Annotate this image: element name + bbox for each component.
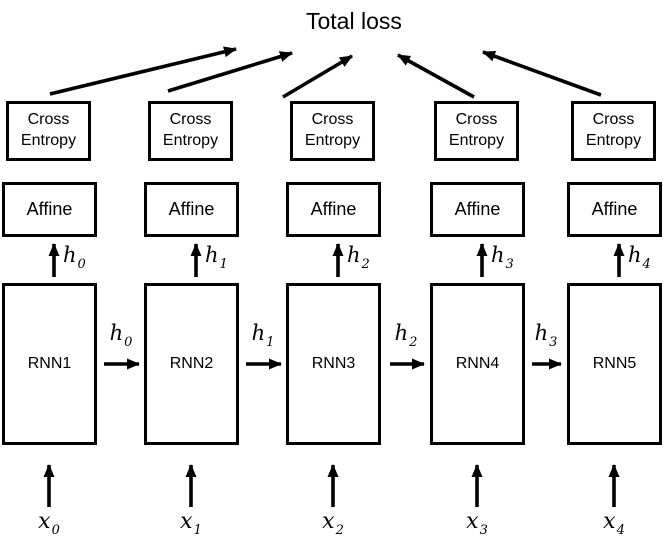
loss-arrow-1 [49,46,237,96]
rnn-box-5: RNN5 [567,283,662,445]
recurrent-label-h0: h0 [109,321,133,350]
input-label-x2: x2 [322,509,344,538]
cross-entropy-label: Cross Entropy [448,111,505,149]
affine-label: Affine [168,199,215,219]
hidden-state-label-h1: h1 [205,243,228,272]
recurrent-label-h2: h2 [394,321,418,350]
recurrent-label-h1: h1 [251,321,275,350]
affine-box-5: Affine [567,182,662,237]
rnn-label: RNN5 [592,355,637,372]
hidden-state-label-h2: h2 [347,243,370,272]
hidden-state-label-h3: h3 [491,243,514,272]
input-label-x3: x3 [466,509,488,538]
loss-arrow-5 [482,50,602,97]
affine-label: Affine [591,199,638,219]
cross-entropy-box-1: Cross Entropy [6,101,91,161]
rnn-label: RNN4 [455,355,500,372]
rnn-box-3: RNN3 [286,283,381,445]
rnn-box-2: RNN2 [144,283,239,445]
rnn-label: RNN1 [27,355,72,372]
rnn-box-1: RNN1 [2,283,97,445]
cross-entropy-box-4: Cross Entropy [434,101,519,161]
loss-arrow-4 [397,53,475,99]
affine-label: Affine [310,199,357,219]
rnn-box-4: RNN4 [430,283,525,445]
affine-box-4: Affine [430,182,525,237]
affine-box-3: Affine [286,182,381,237]
input-label-x0: x0 [38,509,60,538]
cross-entropy-box-3: Cross Entropy [290,101,375,161]
rnn-label: RNN2 [169,355,214,372]
affine-box-2: Affine [144,182,239,237]
cross-entropy-label: Cross Entropy [304,111,361,149]
rnn-label: RNN3 [311,355,356,372]
affine-label: Affine [454,199,501,219]
cross-entropy-label: Cross Entropy [20,111,77,149]
cross-entropy-box-5: Cross Entropy [571,101,656,161]
hidden-state-label-h0: h0 [63,243,86,272]
recurrent-label-h3: h3 [534,321,558,350]
hidden-state-label-h4: h4 [628,243,651,272]
input-label-x1: x1 [180,509,202,538]
cross-entropy-box-2: Cross Entropy [148,101,233,161]
cross-entropy-label: Cross Entropy [162,111,219,149]
affine-label: Affine [26,199,73,219]
total-loss-label: Total loss [306,8,402,34]
cross-entropy-label: Cross Entropy [585,111,642,149]
loss-arrow-3 [282,54,353,99]
affine-box-1: Affine [2,182,97,237]
loss-arrow-2 [167,51,293,93]
input-label-x4: x4 [603,509,625,538]
